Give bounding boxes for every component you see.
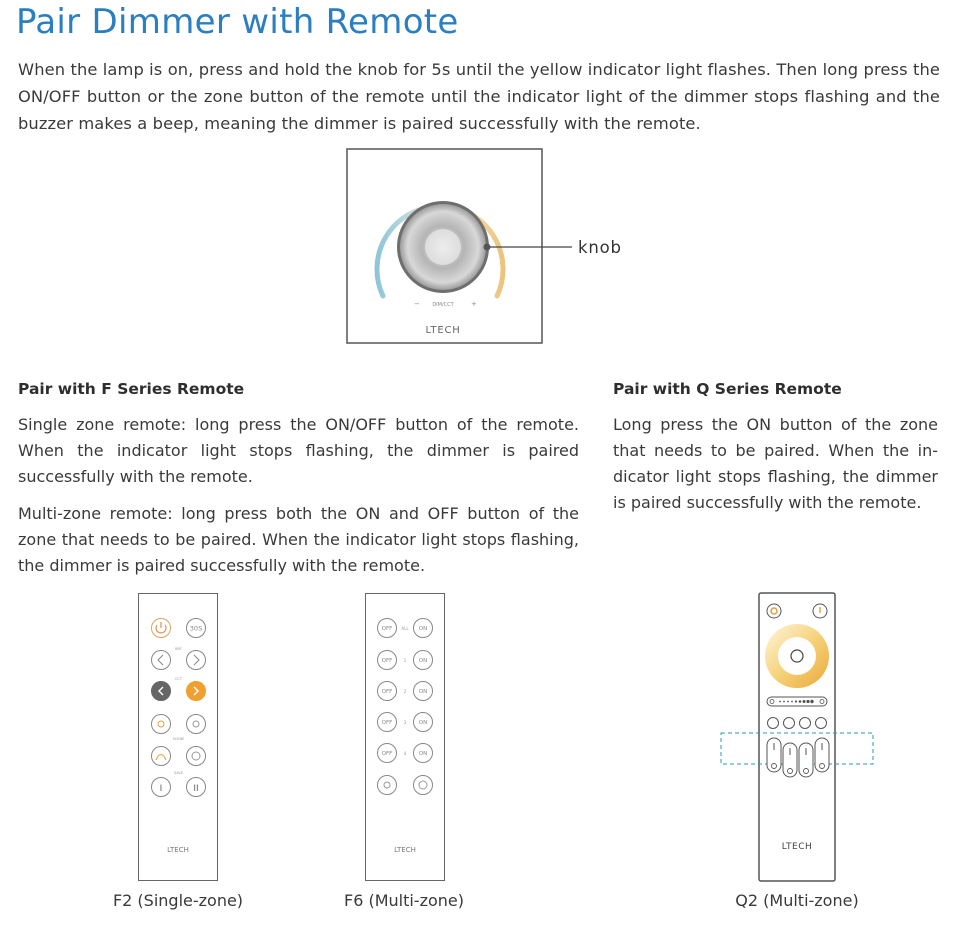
- brightness-up-button: [413, 775, 433, 795]
- f2-brand: LTECH: [167, 846, 189, 854]
- zone-on-label: ON: [419, 689, 427, 695]
- zone-off-button: [377, 650, 397, 670]
- zone-on-label: ON: [419, 658, 427, 664]
- indicator-dot: [483, 243, 491, 251]
- sun-small-icon: [383, 781, 391, 789]
- zone-on-label: ON: [419, 626, 427, 632]
- scene-3-button: [151, 746, 171, 766]
- zone-on-button: [413, 681, 433, 701]
- zone-off-label: OFF: [382, 626, 393, 632]
- f2-caption: F2 (Single-zone): [112, 891, 244, 910]
- q-series-text: Long press the ON button of the zone tha…: [613, 415, 938, 512]
- plus-label: +: [471, 300, 477, 308]
- zone-number-label: 4: [404, 751, 407, 756]
- dimmer-brand: LTECH: [425, 325, 460, 336]
- scene-1-button: [151, 714, 171, 734]
- zone-off-button: [377, 681, 397, 701]
- brightness-down-button: [377, 775, 397, 795]
- q2-remote-illustration: LTECH: [718, 592, 878, 888]
- f-series-title: Pair with F Series Remote: [18, 380, 245, 398]
- zone-on-button: [413, 618, 433, 638]
- zone-off-label: OFF: [382, 720, 393, 726]
- brightness-down-button: [151, 650, 171, 670]
- f6-brand: LTECH: [394, 846, 416, 854]
- zone-2-button: [782, 742, 798, 778]
- save-1-label: I: [160, 784, 163, 794]
- q2-brand: LTECH: [782, 842, 813, 852]
- f6-caption: F6 (Multi-zone): [343, 891, 464, 910]
- save-1-button: [151, 777, 171, 797]
- zone-4-button: [814, 737, 830, 773]
- zone-3-button: [798, 742, 814, 778]
- f2-row-label-brt: BRT: [175, 647, 183, 651]
- zone-on-label: ON: [419, 751, 427, 757]
- zone-off-button: [377, 743, 397, 763]
- q2-caption: Q2 (Multi-zone): [735, 891, 859, 910]
- mode-button-4: [815, 717, 827, 729]
- f2-row-label-cct: CCT: [175, 677, 183, 681]
- timer-label: 30S: [190, 625, 202, 633]
- intro-paragraph: When the lamp is on, press and hold the …: [18, 60, 940, 133]
- zone-off-label: OFF: [382, 751, 393, 757]
- zone-off-label: OFF: [382, 658, 393, 664]
- zone-on-button: [413, 650, 433, 670]
- ring-center-button: [790, 649, 804, 663]
- scene-2-button: [186, 714, 206, 734]
- zone-on-button: [413, 743, 433, 763]
- color-temp-icon: [766, 603, 782, 619]
- sun-large-icon: [418, 780, 428, 790]
- zone-number-label: 2: [404, 689, 407, 694]
- cct-warm-button: [151, 681, 171, 701]
- brightness-up-button: [186, 650, 206, 670]
- minus-label: −: [414, 300, 420, 308]
- mode-label: DIM/CCT: [432, 302, 454, 308]
- f2-row-label-scene: SCENE: [173, 737, 185, 741]
- page-title: Pair Dimmer with Remote: [16, 2, 459, 42]
- f2-row-label-save: SAVE: [174, 771, 183, 775]
- zone-number-label: 1: [404, 658, 407, 663]
- q-series-title: Pair with Q Series Remote: [613, 380, 842, 398]
- mode-button-2: [783, 717, 795, 729]
- zone-on-label: ON: [419, 720, 427, 726]
- zone-number-label: ALL: [401, 626, 409, 631]
- knob-label: knob: [578, 238, 622, 257]
- save-2-button: [186, 777, 206, 797]
- f-series-single-zone: Single zone remote: long press the ON/OF…: [18, 415, 579, 486]
- f-series-multi-zone: Multi-zone remote: long press both the O…: [18, 504, 579, 575]
- mode-button-3: [799, 717, 811, 729]
- zone-on-button: [413, 712, 433, 732]
- zone-off-label: OFF: [382, 689, 393, 695]
- timer-button: [186, 618, 206, 638]
- zone-number-label: 3: [404, 720, 407, 725]
- mode-button-1: [767, 717, 779, 729]
- save-2-label: II: [193, 784, 198, 794]
- scene-4-button: [186, 746, 206, 766]
- zone-off-button: [377, 712, 397, 732]
- zone-1-button: [766, 737, 782, 773]
- cct-cool-button: [186, 681, 206, 701]
- dimmer-illustration: knob − DIM/CCT + LTECH: [346, 148, 646, 344]
- f2-remote: 30S BRT CCT SCENE SAVE I II LTECH: [138, 593, 218, 881]
- zone-off-button: [377, 618, 397, 638]
